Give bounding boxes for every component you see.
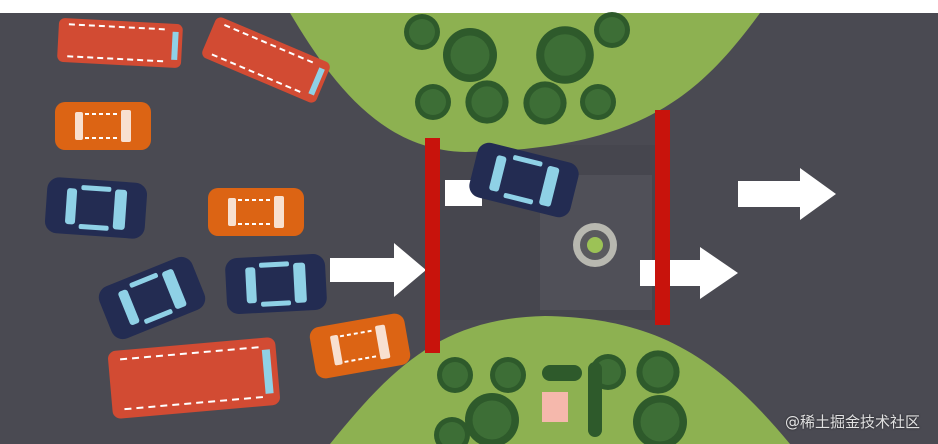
bus — [108, 337, 280, 419]
car-navy — [225, 254, 327, 314]
car-navy — [98, 256, 206, 340]
right-arrow-icon — [738, 168, 836, 220]
booth-building — [542, 392, 568, 422]
car-navy-at-gate — [469, 142, 579, 218]
car-navy — [44, 177, 148, 239]
car-orange — [208, 188, 304, 236]
grass-top — [290, 13, 760, 152]
bus — [57, 18, 183, 68]
right-arrow-icon — [330, 243, 426, 297]
watermark: @稀土掘金技术社区 — [784, 413, 920, 431]
bus — [202, 17, 330, 103]
car-orange — [309, 313, 411, 379]
top-strip — [0, 0, 938, 13]
exit-barrier — [655, 110, 670, 325]
trees-bottom — [434, 350, 687, 444]
target-marker-icon — [573, 223, 617, 267]
entry-barrier — [425, 138, 440, 353]
car-orange — [55, 102, 151, 150]
